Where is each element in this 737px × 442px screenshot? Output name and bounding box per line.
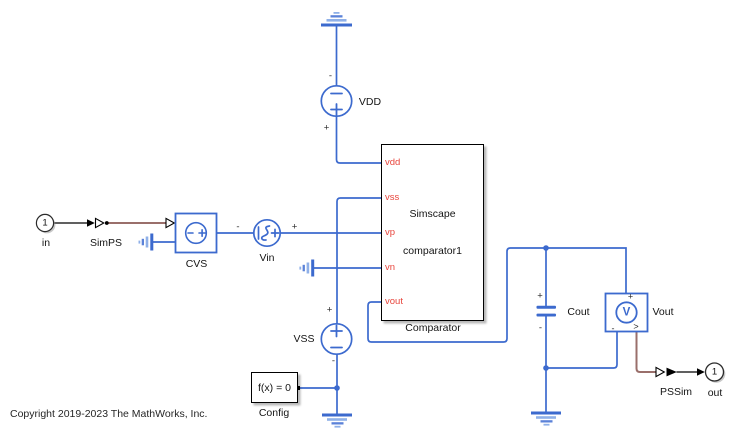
- outport-label: out: [707, 386, 723, 399]
- vdd-bottom-terminal: +: [323, 121, 330, 133]
- cout-capacitor-block[interactable]: [536, 305, 557, 317]
- electrical-reference-vn-icon[interactable]: [299, 259, 315, 277]
- config-port-nub: [297, 385, 300, 390]
- vss-source-block[interactable]: [320, 322, 353, 356]
- vin-label: Vin: [259, 251, 275, 264]
- vin-source-block[interactable]: [252, 218, 282, 248]
- comparator-label: Comparator: [405, 321, 461, 334]
- vdd-label: VDD: [358, 95, 382, 108]
- wire-vss-rail[interactable]: [336, 197, 383, 325]
- inport-label: in: [41, 236, 51, 249]
- cout-pos-terminal: +: [537, 289, 543, 301]
- ps-line-meter-to-pssim[interactable]: [635, 332, 656, 373]
- config-label: Config: [258, 406, 290, 419]
- electrical-reference-vss-icon[interactable]: [322, 413, 352, 428]
- cvs-label: CVS: [185, 257, 208, 270]
- comparator-port-vss: vss: [385, 192, 400, 203]
- outport-number: 1: [711, 366, 718, 378]
- vss-label: VSS: [293, 332, 315, 345]
- electrical-reference-cout-icon[interactable]: [531, 411, 561, 426]
- inport-block[interactable]: [35, 213, 56, 234]
- voltmeter-block[interactable]: [604, 292, 649, 333]
- cout-neg-terminal: -: [538, 321, 543, 333]
- comparator-port-vn: vn: [385, 262, 396, 273]
- voltmeter-neg-terminal: -: [611, 323, 615, 334]
- vin-pos-terminal: +: [291, 220, 298, 232]
- vss-bottom-terminal: -: [331, 355, 336, 367]
- cvs-block[interactable]: [174, 212, 218, 254]
- comparator-port-vdd: vdd: [385, 157, 401, 168]
- vin-neg-terminal: -: [236, 221, 240, 233]
- voltmeter-label: Vout: [652, 305, 674, 318]
- copyright-text: Copyright 2019-2023 The MathWorks, Inc.: [10, 408, 208, 420]
- voltmeter-symbol: V: [622, 305, 631, 318]
- electrical-reference-cvs-icon[interactable]: [138, 233, 154, 251]
- simps-converter-icon[interactable]: [94, 217, 109, 229]
- vss-top-terminal: +: [326, 304, 333, 316]
- voltmeter-pos-terminal: +: [627, 291, 634, 301]
- electrical-reference-top-icon[interactable]: [321, 12, 352, 27]
- wire-vout-feed[interactable]: [367, 247, 627, 343]
- wire-meter-neg[interactable]: [545, 331, 618, 369]
- comparator-title-line2: comparator1: [403, 245, 462, 257]
- voltmeter-out-terminal: >: [633, 321, 639, 331]
- outport-block[interactable]: [704, 362, 726, 383]
- vdd-source-block[interactable]: [320, 84, 353, 118]
- cvs-input-triangle-icon: [165, 217, 176, 229]
- vss-polarity-icon: [330, 324, 343, 349]
- config-block[interactable]: f(x) = 0: [251, 372, 300, 403]
- signal-out-line[interactable]: [666, 367, 705, 377]
- comparator-block[interactable]: vdd vss vp vn vout Simscape comparator1: [381, 143, 484, 321]
- vdd-top-terminal: -: [328, 69, 333, 81]
- comparator-port-vout: vout: [385, 296, 403, 307]
- simps-label: SimPS: [89, 236, 123, 249]
- pssim-converter-icon[interactable]: [655, 366, 666, 378]
- cout-label: Cout: [567, 305, 590, 318]
- vdd-polarity-icon: [330, 92, 343, 116]
- junction-dots: [334, 245, 549, 391]
- config-block-text: f(x) = 0: [258, 381, 291, 394]
- vin-waveform-icon: [257, 225, 280, 241]
- comparator-title-line1: Simscape: [409, 208, 456, 220]
- cvs-polarity-icon: [187, 229, 206, 237]
- inport-number: 1: [42, 217, 48, 229]
- comparator-port-vp: vp: [385, 227, 396, 238]
- pssim-label: PSSim: [659, 385, 693, 398]
- signal-in-line[interactable]: [53, 219, 95, 227]
- wire-vdd-to-comparator[interactable]: [335, 115, 383, 164]
